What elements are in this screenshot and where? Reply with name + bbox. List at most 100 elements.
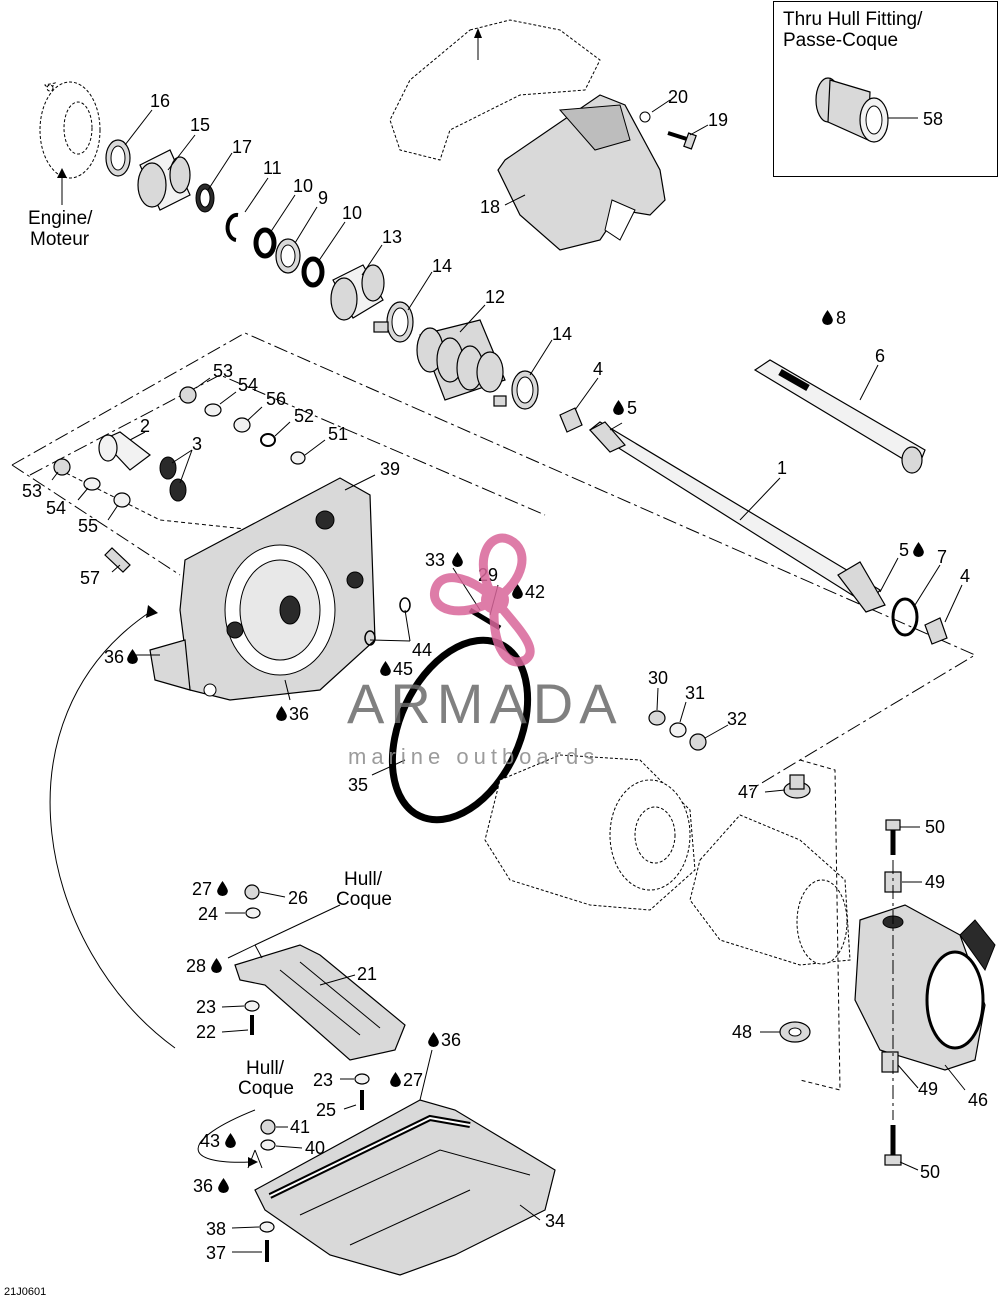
part-23-washer-2: [354, 1073, 370, 1085]
part-39-housing: [149, 477, 376, 701]
part-51-washer: [290, 451, 306, 465]
assembly-outline: [11, 332, 977, 791]
label-10: 10: [293, 176, 313, 196]
label-46: 46: [968, 1090, 988, 1110]
label-30: 30: [648, 668, 668, 688]
lubricant-drop-icon: [225, 1133, 236, 1148]
engine-arrow-icon: [57, 168, 67, 178]
label-52: 52: [294, 406, 314, 426]
label-34: 34: [545, 1211, 565, 1231]
inset-title-line-1: Thru Hull Fitting/: [783, 9, 923, 30]
part-50-bolt-2: [884, 1125, 902, 1166]
label-9: 9: [318, 188, 328, 208]
label-15: 15: [190, 115, 210, 135]
part-46-nozzle: [854, 904, 996, 1071]
label-5: 5: [627, 398, 637, 418]
label-26: 26: [288, 888, 308, 908]
label-32: 32: [727, 709, 747, 729]
part-52-lockwasher: [260, 433, 276, 447]
part-44-o-ring-2: [364, 630, 376, 646]
label-14-b: 14: [552, 324, 572, 344]
label-5-b: 5: [899, 540, 909, 560]
part-32-nut: [689, 733, 707, 751]
part-26-nut: [244, 884, 260, 900]
part-1-drive-shaft: [588, 421, 886, 613]
label-23-b: 23: [313, 1070, 333, 1090]
label-7: 7: [937, 547, 947, 567]
part-48-bushing: [779, 1021, 811, 1043]
label-36-c: 36: [441, 1030, 461, 1050]
hull-label-b: Hull/: [246, 1058, 285, 1079]
part-47-bushing: [783, 774, 811, 799]
part-34-ride-plate: [254, 1099, 556, 1276]
ghost-pump-housing: [484, 754, 696, 911]
label-17: 17: [232, 137, 252, 157]
label-36-d: 36: [193, 1176, 213, 1196]
label-21: 21: [357, 964, 377, 984]
part-38-washer: [259, 1221, 275, 1233]
label-56: 56: [266, 389, 286, 409]
lubricant-drop-icon: [390, 1072, 401, 1087]
part-4-bushing: [559, 407, 583, 433]
part-58-thru-hull-fitting: [815, 77, 889, 143]
part-11-circlip: [225, 212, 239, 242]
watermark-tagline: marine outboards: [348, 744, 599, 769]
part-40-washer: [260, 1139, 276, 1151]
label-55: 55: [78, 516, 98, 536]
label-28: 28: [186, 956, 206, 976]
part-53-nut: [179, 386, 197, 404]
part-16-clamp: [105, 139, 131, 177]
label-12: 12: [485, 287, 505, 307]
label-49: 49: [925, 872, 945, 892]
part-30-washer: [648, 710, 666, 726]
thru-hull-fitting-inset: Thru Hull Fitting/ Passe-Coque: [773, 1, 998, 177]
label-40: 40: [305, 1138, 325, 1158]
label-49-b: 49: [918, 1079, 938, 1099]
part-17-clamp: [195, 183, 215, 213]
figure-code: 21J0601: [4, 1286, 46, 1298]
label-25: 25: [316, 1100, 336, 1120]
part-54-washer-2: [83, 477, 101, 491]
part-10-o-ring: [253, 227, 277, 259]
hull-label: Hull/: [344, 869, 383, 890]
label-14: 14: [432, 256, 452, 276]
label-43: 43: [200, 1131, 220, 1151]
label-4: 4: [593, 359, 603, 379]
part-15-adapter: [137, 149, 191, 211]
part-23-washer: [244, 1000, 260, 1012]
lubricant-drop-icon: [218, 1178, 229, 1193]
label-42: 42: [525, 582, 545, 602]
label-18: 18: [480, 197, 500, 217]
label-37: 37: [206, 1243, 226, 1263]
lubricant-drop-icon: [913, 542, 924, 557]
part-2-sleeve: [98, 431, 151, 471]
label-13: 13: [382, 227, 402, 247]
label-53-b: 53: [22, 481, 42, 501]
part-41-nut: [260, 1119, 276, 1135]
reference-curve: [49, 611, 176, 1049]
label-8: 8: [836, 308, 846, 328]
label-38: 38: [206, 1219, 226, 1239]
part-14-clamp-2: [493, 370, 539, 410]
part-49-bushing-2: [881, 1051, 899, 1073]
label-50: 50: [925, 817, 945, 837]
label-39: 39: [380, 459, 400, 479]
lubricant-drop-icon: [276, 706, 287, 721]
lubricant-drop-icon: [127, 649, 138, 664]
label-57: 57: [80, 568, 100, 588]
label-31: 31: [685, 683, 705, 703]
watermark-name: ARMADA: [347, 672, 623, 735]
label-23: 23: [196, 997, 216, 1017]
label-53: 53: [213, 361, 233, 381]
watermark: ARMADA marine outboards: [347, 533, 623, 769]
watermark-logo-icon: [430, 533, 535, 667]
part-21-ride-plate-support: [234, 944, 406, 1061]
part-10-o-ring-2: [301, 256, 325, 288]
part-55-washer: [113, 492, 131, 508]
part-24-washer: [245, 907, 261, 919]
part-19-screw: [667, 131, 697, 150]
label-41: 41: [290, 1117, 310, 1137]
label-1: 1: [777, 458, 787, 478]
part-57-stud: [104, 547, 131, 573]
label-36-a: 36: [104, 647, 124, 667]
